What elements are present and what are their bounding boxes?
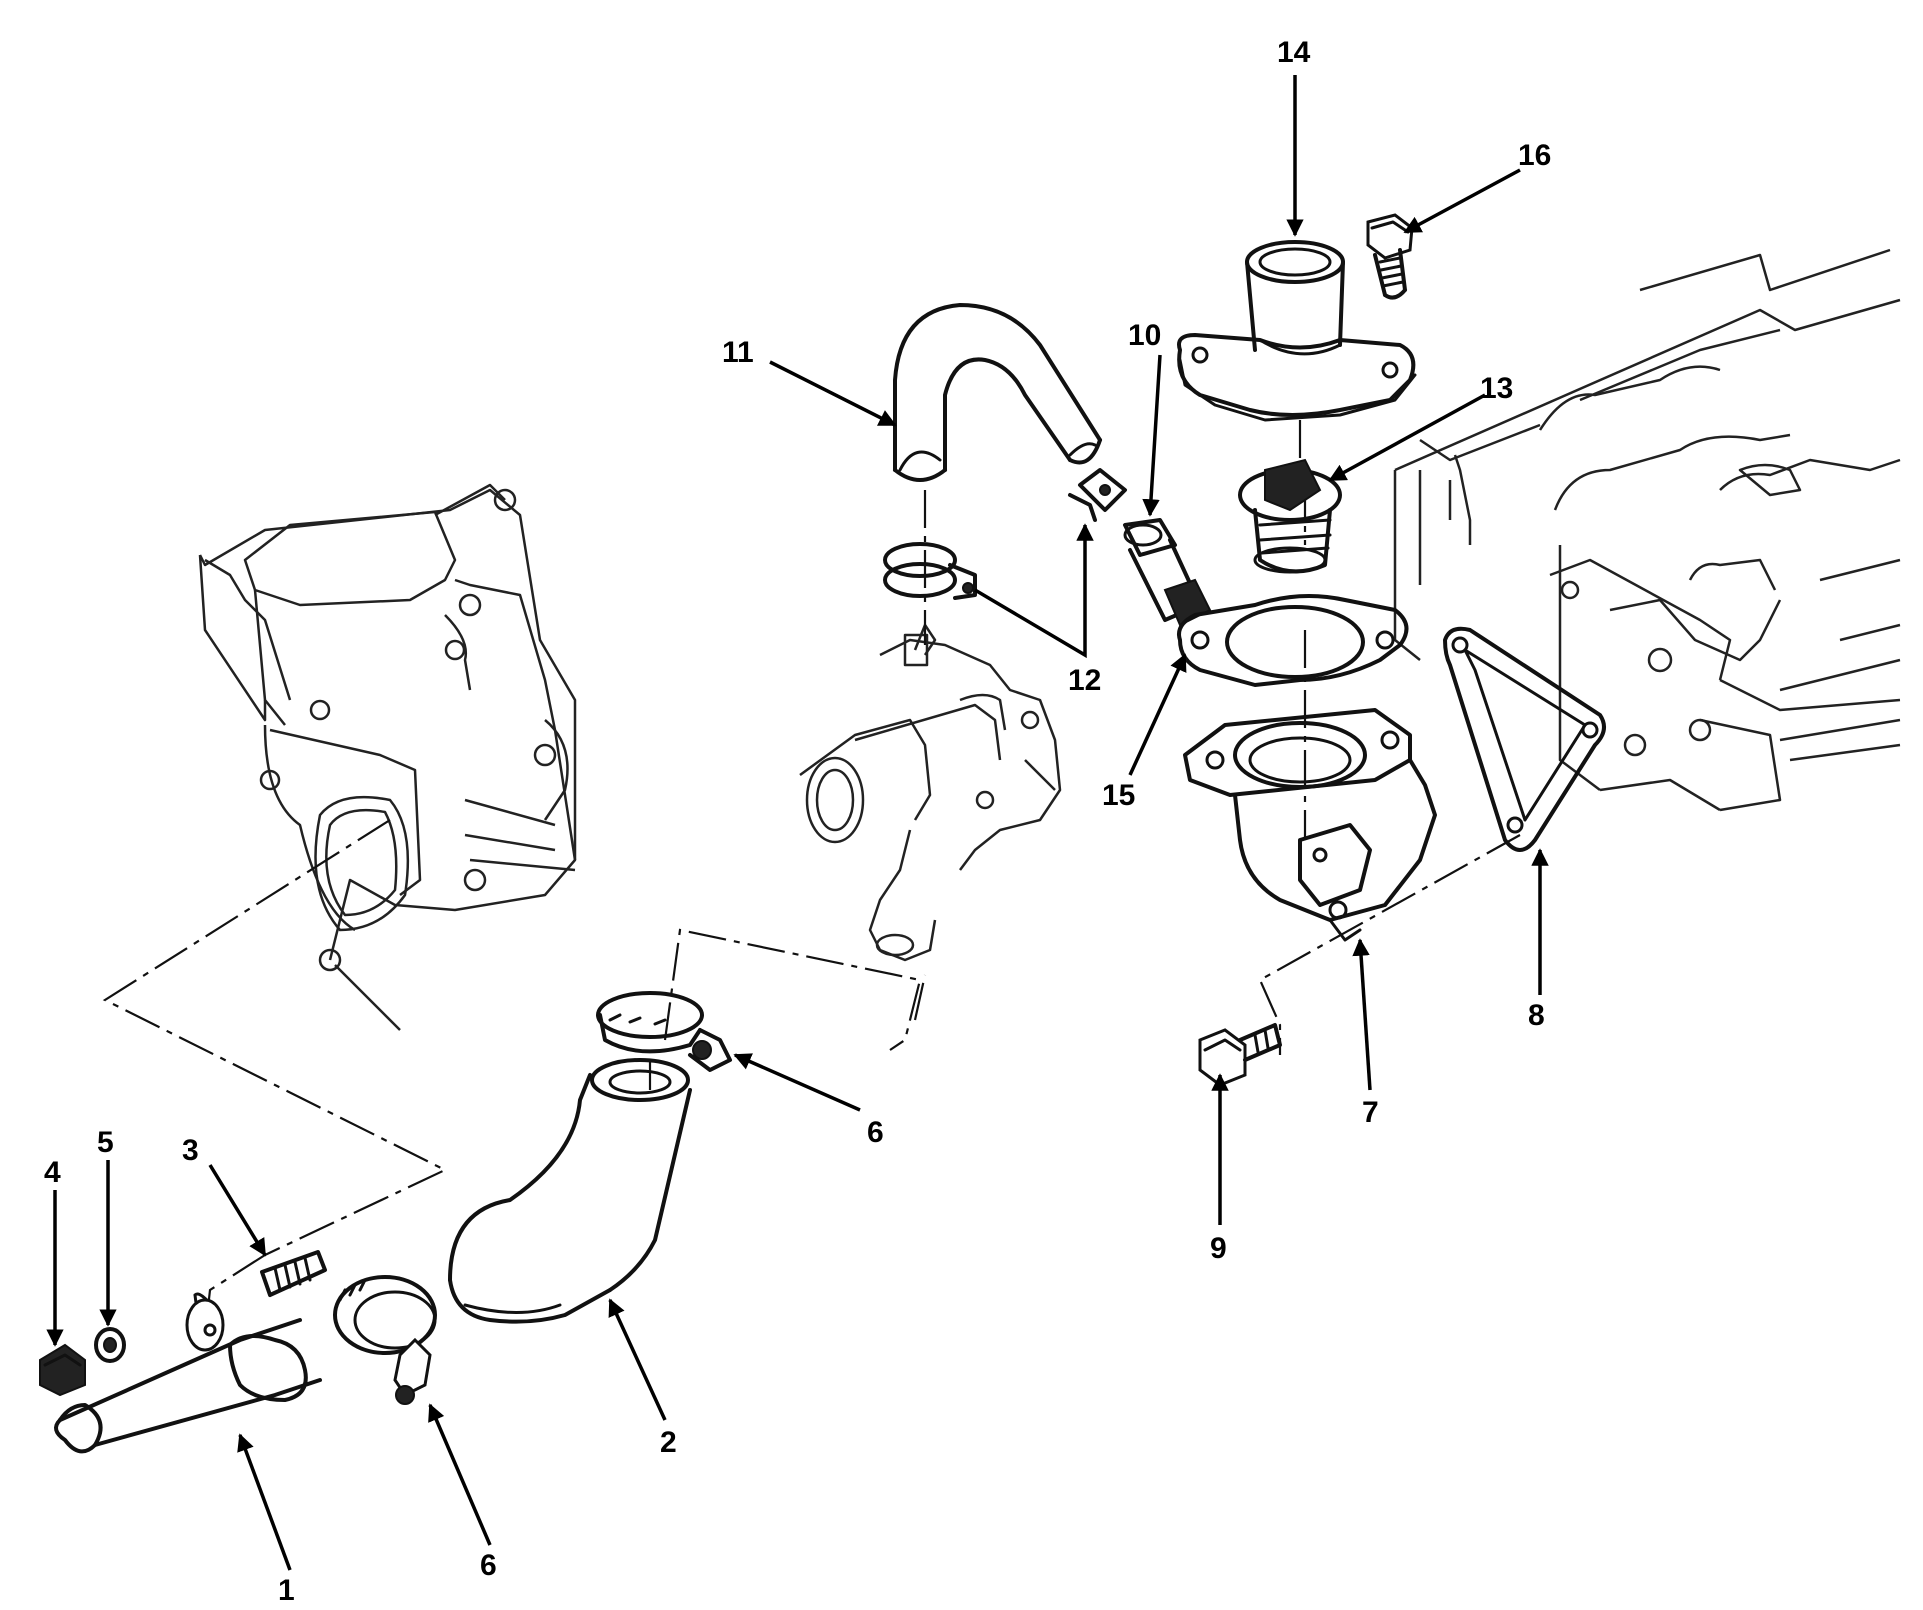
part-7-thermostat-housing xyxy=(1183,708,1437,942)
water-pump-housing xyxy=(799,623,1062,962)
part-1-inlet-tube xyxy=(54,1292,322,1454)
callout-8: 8 xyxy=(1528,999,1545,1032)
callout-9: 9 xyxy=(1210,1232,1227,1265)
part-6-clamp-lower xyxy=(333,1275,437,1405)
callout-3: 3 xyxy=(182,1134,199,1167)
part-12-small-clamps xyxy=(883,468,1127,600)
engine-block-left xyxy=(198,483,577,1031)
part-5-lockwasher xyxy=(94,1327,126,1363)
part-10-fitting xyxy=(1123,518,1212,627)
part-14-water-outlet xyxy=(1177,240,1417,422)
engine-block-right xyxy=(1393,248,1901,812)
part-9-bolt xyxy=(1198,1023,1282,1087)
callout-12: 12 xyxy=(1068,664,1101,697)
part-2-hose xyxy=(448,1058,692,1324)
part-6-clamp-upper xyxy=(596,991,732,1072)
part-16-bolt xyxy=(1366,213,1414,300)
callout-4: 4 xyxy=(44,1156,61,1189)
leader-lines xyxy=(46,75,1549,1571)
callout-5: 5 xyxy=(97,1126,114,1159)
callout-2: 2 xyxy=(660,1426,677,1459)
callout-1: 1 xyxy=(278,1574,295,1607)
callout-13: 13 xyxy=(1480,372,1513,405)
part-4-nut xyxy=(39,1343,86,1397)
part-15-housing-gasket xyxy=(1177,594,1409,687)
callout-14: 14 xyxy=(1277,36,1311,69)
part-13-thermostat xyxy=(1238,458,1342,574)
callout-11: 11 xyxy=(722,336,754,369)
callout-15: 15 xyxy=(1102,779,1135,812)
callout-6-upper: 6 xyxy=(867,1116,884,1149)
callout-numbers: 1 2 3 4 5 6 6 7 8 9 10 11 12 13 15 14 16 xyxy=(44,36,1551,1607)
part-11-bypass-hose xyxy=(893,303,1102,482)
callout-6-lower: 6 xyxy=(480,1549,497,1582)
callout-16: 16 xyxy=(1518,139,1551,172)
callout-7: 7 xyxy=(1362,1096,1379,1129)
part-3-stud xyxy=(260,1250,327,1297)
callout-10: 10 xyxy=(1128,319,1161,352)
part-8-gasket xyxy=(1443,626,1606,852)
